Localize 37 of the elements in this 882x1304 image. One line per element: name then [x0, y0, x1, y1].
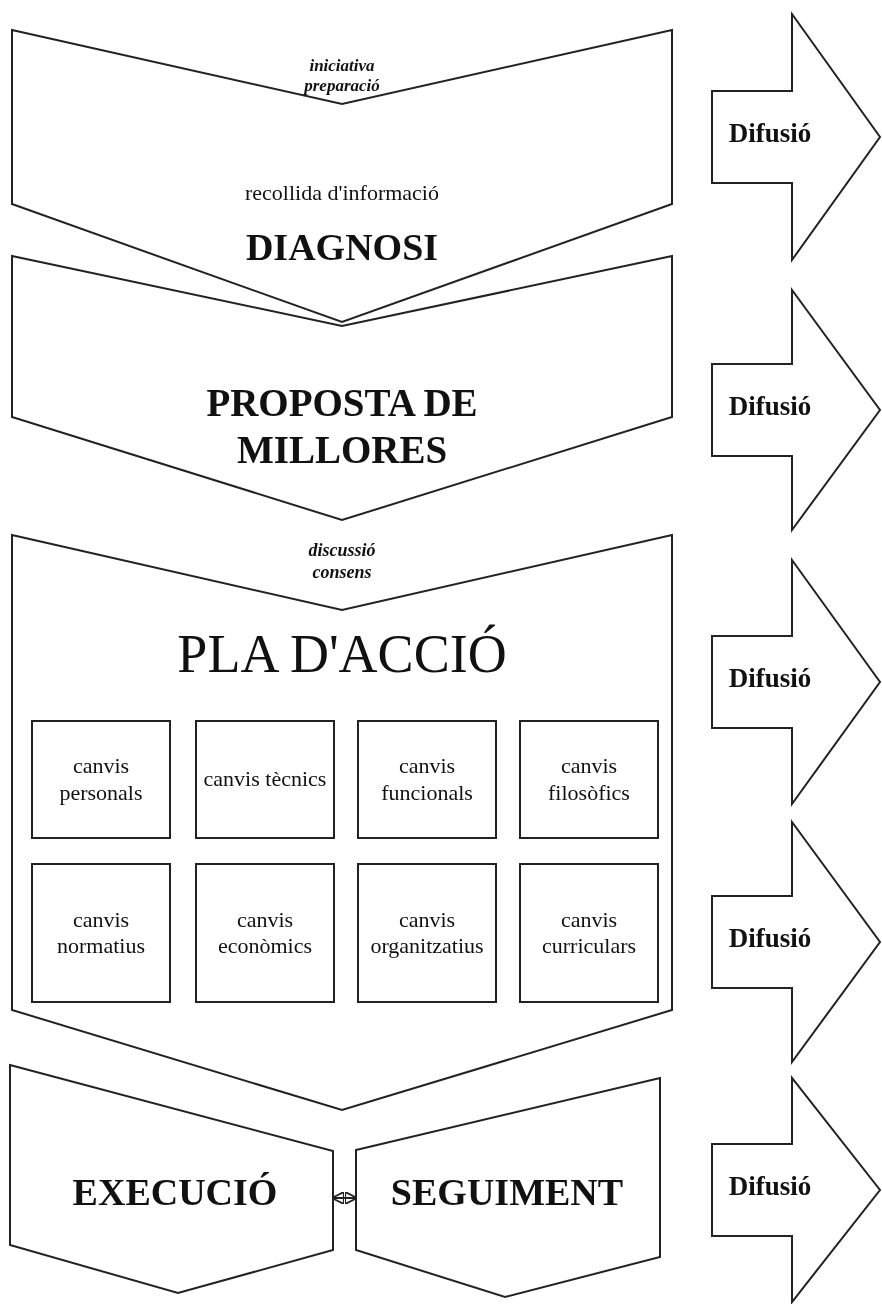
change-box	[357, 720, 497, 839]
signpost-shape	[712, 560, 880, 804]
signpost-shape	[712, 290, 880, 530]
box-label: canvis organitzatius	[369, 906, 485, 960]
change-box	[195, 863, 335, 1003]
change-box	[31, 863, 171, 1003]
box-label: canvis funcionals	[380, 753, 474, 806]
box-label: canvis personals	[58, 753, 144, 806]
chevron-shape	[10, 1065, 333, 1293]
stage-title: PLA D'ACCIÓ	[176, 623, 508, 686]
chevron-shape	[356, 1078, 660, 1297]
change-box	[519, 720, 659, 839]
stage-title: SEGUIMENT	[389, 1170, 625, 1215]
stage-label: Difusió	[727, 662, 813, 695]
change-box	[195, 720, 335, 839]
change-box	[357, 863, 497, 1003]
stage-note: iniciativa preparació	[302, 56, 381, 97]
signpost-shape	[712, 1078, 880, 1302]
box-label: canvis econòmics	[216, 906, 314, 960]
box-label: canvis normatius	[56, 906, 146, 960]
change-box	[519, 863, 659, 1003]
change-box	[31, 720, 171, 839]
signpost-shape	[712, 822, 880, 1062]
stage-label: Difusió	[727, 1170, 813, 1203]
stage-title: EXECUCIÓ	[71, 1170, 279, 1215]
stage-label: Difusió	[727, 117, 813, 150]
stage-subtitle: recollida d'informació	[244, 180, 440, 207]
stage-title: DIAGNOSI	[244, 225, 440, 270]
box-label: canvis filosòfics	[547, 753, 631, 806]
stage-title: PROPOSTA DE MILLORES	[205, 380, 479, 473]
stage-note: discussió consens	[307, 540, 377, 584]
stage-label: Difusió	[727, 390, 813, 423]
box-label: canvis curriculars	[540, 906, 638, 960]
stage-label: Difusió	[727, 922, 813, 955]
signpost-shape	[712, 14, 880, 260]
chevron-shape	[12, 30, 672, 322]
box-label: canvis tècnics	[202, 766, 328, 793]
